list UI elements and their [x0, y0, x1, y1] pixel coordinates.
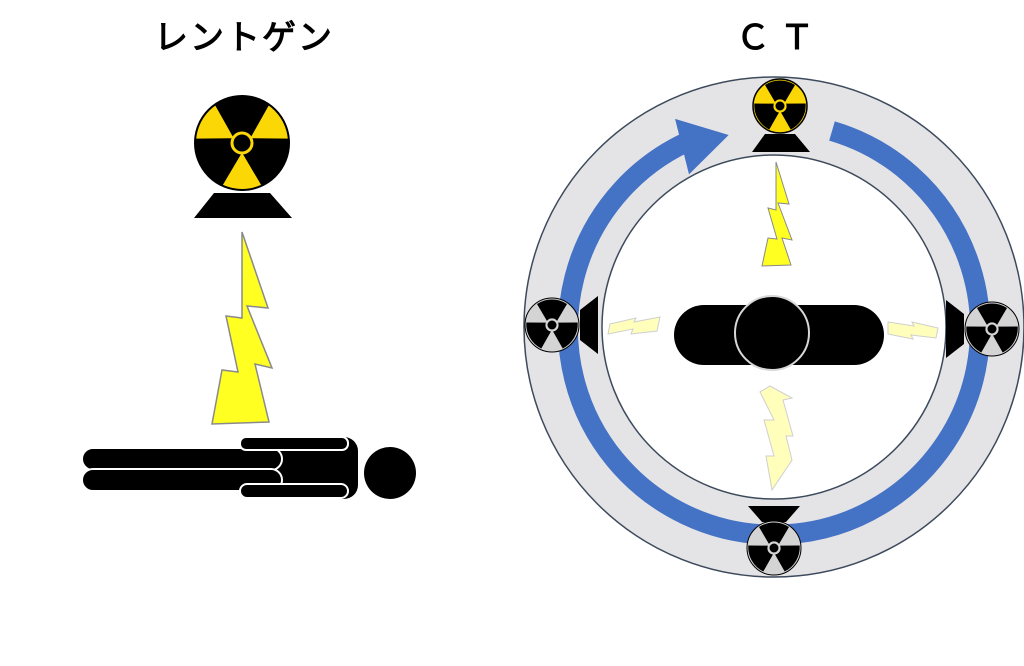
xray-beam-bolt-icon — [211, 231, 274, 425]
ct-beam-top-bolt-icon — [761, 161, 793, 267]
ct-beam-left-bolt-icon — [607, 316, 661, 335]
ct-patient-cross-section — [674, 295, 884, 371]
lying-person-icon — [81, 436, 416, 499]
ct-source-left — [524, 296, 598, 354]
ct-source-right — [946, 300, 1020, 358]
radiation-symbol-icon — [754, 80, 806, 130]
radiation-symbol-icon — [748, 522, 800, 572]
person-head — [364, 447, 416, 499]
radiation-symbol-icon — [526, 299, 578, 349]
ct-beam-bottom-bolt-icon — [759, 385, 794, 492]
xray-title: レントゲン — [154, 18, 334, 58]
radiation-symbol-icon — [195, 96, 289, 186]
xray-source-stand — [194, 193, 292, 218]
ct-beam-right-bolt-icon — [887, 321, 939, 340]
ct-patient-head — [734, 295, 810, 371]
xray-source — [194, 95, 290, 191]
ct-source-top — [752, 78, 810, 152]
radiation-symbol-icon — [966, 303, 1018, 353]
ct-section — [523, 76, 1024, 578]
xray-section — [81, 95, 416, 499]
ct-title: ＣＴ — [736, 18, 824, 58]
ct-source-bottom — [746, 506, 802, 576]
